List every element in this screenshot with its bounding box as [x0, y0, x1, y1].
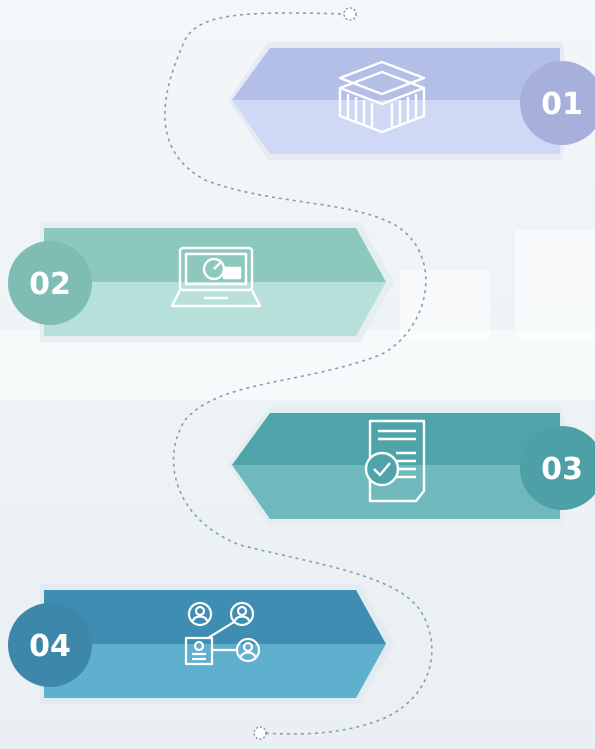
step-02-number: 02	[29, 267, 71, 302]
step-01-number: 01	[541, 87, 583, 122]
document-check-icon	[364, 419, 426, 503]
step-02-number-circle	[8, 241, 92, 325]
connector-start-dot	[343, 7, 357, 21]
step-03-number-circle	[520, 426, 595, 510]
step-04: 04	[0, 582, 400, 708]
laptop-dashboard-icon	[170, 246, 262, 308]
step-04-number: 04	[29, 629, 71, 664]
step-02: 02	[0, 220, 400, 346]
connector-end-dot	[253, 726, 267, 740]
step-01: 01	[222, 40, 595, 166]
step-01-number-circle	[520, 61, 595, 145]
step-03-ribbon-bottom	[232, 465, 560, 519]
step-02-ribbon-bottom	[44, 282, 386, 336]
team-network-icon	[184, 601, 261, 666]
step-04-ribbon-top	[44, 590, 386, 644]
step-03-number: 03	[541, 452, 583, 487]
step-04-ribbon-bottom	[44, 644, 386, 698]
step-03: 03	[222, 405, 595, 531]
step-01-ribbon-top	[232, 48, 560, 100]
step-04-number-circle	[8, 603, 92, 687]
prefab-box-icon	[338, 60, 426, 134]
